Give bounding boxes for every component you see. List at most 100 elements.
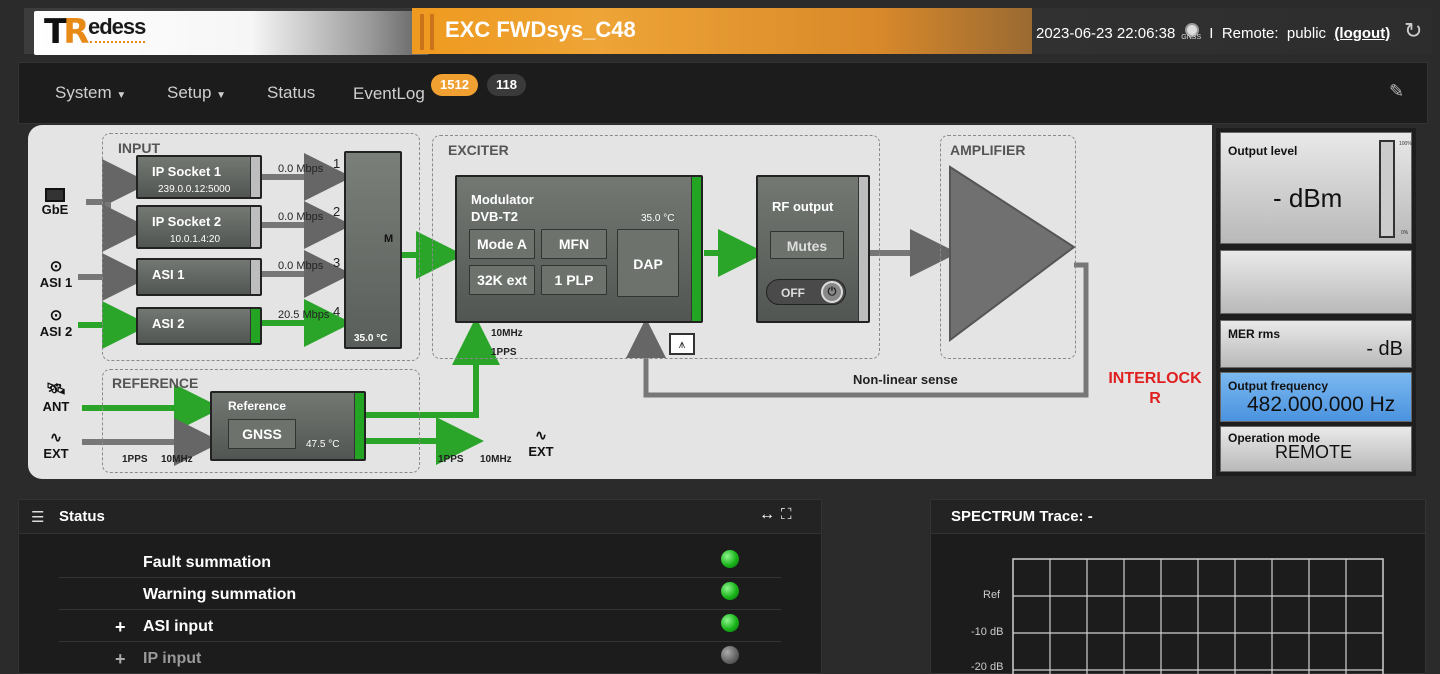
fullscreen-icon[interactable]: ⛶ [781,506,792,523]
level-max-label: 100% [1399,141,1412,147]
modulator-title: Modulator [471,192,534,207]
empty-box [1220,250,1412,314]
plp-button[interactable]: 1 PLP [541,265,607,295]
chevron-down-icon: ▼ [216,90,227,101]
mer-box: MER rms - dB [1220,320,1412,368]
status-title: Status [59,508,105,525]
ref-out-1pps: 1PPS [438,454,464,465]
ip-socket-1-name: IP Socket 1 [152,164,222,179]
status-strip [858,177,868,321]
mod-10mhz-label: 10MHz [491,328,523,339]
signal-diagram: INPUT REFERENCE EXCITER AMPLIFIER GbE ⊙A… [28,125,1212,479]
status-panel: ☰ Status ↔ ⛶ Fault summation Warning sum… [18,499,822,674]
rf-output-block[interactable]: RF output Mutes OFF ⏻ [756,175,870,323]
measurement-panel: Output level - dBm 100% 0% MER rms - dB … [1216,128,1416,476]
ip-socket-1-addr: 239.0.0.12:5000 [158,184,231,195]
operation-mode-box: Operation mode REMOTE [1220,426,1412,472]
mux-label: M [384,233,394,245]
resize-horizontal-icon[interactable]: ↔ [759,506,775,523]
reference-block[interactable]: Reference GNSS 47.5 °C [210,391,366,461]
freq-value: 482.000.000 Hz [1247,393,1396,416]
modulator-temp: 35.0 °C [641,213,675,224]
mod-1pps-label: 1PPS [491,347,517,358]
reference-section-title: REFERENCE [112,375,199,391]
mux-temp: 35.0 °C [354,333,388,344]
mer-label: MER rms [1228,327,1281,341]
mutes-button[interactable]: Mutes [770,231,844,259]
ref-in-10mhz: 10MHz [161,454,193,465]
nav-status[interactable]: Status [267,83,316,102]
ref-in-1pps: 1PPS [122,454,148,465]
header-datetime: 2023-06-23 22:06:38 [1036,25,1176,42]
reference-title: Reference [228,399,287,413]
exciter-section [432,135,880,359]
opmode-label: Operation mode [1228,431,1321,445]
fft-mode-button[interactable]: 32K ext [469,265,535,295]
remote-label: Remote: [1221,25,1279,42]
device-title-banner: EXC FWDsys_C48 [412,8,1032,54]
level-min-label: 0% [1401,230,1409,236]
mux-block[interactable]: M 35.0 °C [344,151,402,349]
status-strip [250,260,260,294]
output-level-value: - dBm [1273,183,1343,213]
status-row-ip-input[interactable]: + IP input [59,642,781,674]
nav-system[interactable]: System ▼ [55,83,127,102]
asi-2-name: ASI 2 [152,316,185,331]
freq-label: Output frequency [1228,379,1329,393]
ref-out-10mhz: 10MHz [480,454,512,465]
status-row-asi-input[interactable]: + ASI input [59,610,781,642]
gnss-button[interactable]: GNSS [228,419,296,449]
sine-wave-icon: ∿ [50,429,62,445]
asi2-source: ⊙ASI 2 [36,306,76,339]
rf-toggle[interactable]: OFF ⏻ [766,279,846,305]
status-header: ☰ Status ↔ ⛶ [19,500,821,534]
chevron-down-icon: ▼ [116,90,127,101]
logout-link[interactable]: (logout) [1334,25,1391,42]
brand-logo: TR edess [34,11,429,55]
status-strip-active [691,177,701,321]
output-level-meter [1379,140,1395,238]
eventlog-badge-warning[interactable]: 1512 [431,74,478,96]
mode-a-button[interactable]: Mode A [469,229,535,259]
expand-icon[interactable]: + [115,617,126,637]
asi-1-name: ASI 1 [152,267,185,282]
eventlog-badge-count[interactable]: 118 [487,74,526,96]
output-level-box: Output level - dBm 100% 0% [1220,132,1412,244]
rf-output-title: RF output [772,199,834,214]
port-1: 1 [333,156,341,171]
reference-section [102,369,420,473]
ip-socket-2-block[interactable]: IP Socket 2 10.0.1.4:20 [136,205,262,249]
output-level-label: Output level [1228,144,1298,158]
satellite-icon: 🛰 [45,381,67,398]
spectrum-y-label: -20 dB [971,661,1004,673]
spectrum-y-label: -10 dB [971,626,1004,638]
status-row-warning: Warning summation [59,578,781,610]
ip-socket-2-rate: 0.0 Mbps [278,211,324,223]
refresh-icon[interactable]: ↻ [1404,18,1423,43]
asi-1-block[interactable]: ASI 1 [136,258,262,296]
status-row-label: ASI input [143,618,214,635]
mfn-button[interactable]: MFN [541,229,607,259]
edit-icon[interactable]: ✎ [1389,81,1405,101]
coax-icon: ⊙ [49,258,63,275]
asi-2-rate: 20.5 Mbps [278,309,330,321]
asi-2-block[interactable]: ASI 2 [136,307,262,345]
status-led [721,550,739,568]
ip-socket-1-block[interactable]: IP Socket 1 239.0.0.12:5000 [136,155,262,199]
gnss-clock-icon: GNSS [1181,23,1203,41]
nav-setup[interactable]: Setup ▼ [167,83,227,102]
spectrum-chart-icon[interactable]: ⩚ [669,333,695,355]
port-3: 3 [333,255,341,270]
dap-button[interactable]: DAP [617,229,679,297]
logo-text: edess [88,14,146,39]
logo-dots [90,41,145,43]
ext-output: ∿EXT [524,427,558,459]
expand-icon[interactable]: + [115,649,126,669]
nonlinear-sense-label: Non-linear sense [853,372,958,387]
status-row-label: IP input [143,650,202,667]
modulator-block[interactable]: Modulator DVB-T2 35.0 °C Mode A MFN 32K … [455,175,703,323]
nav-eventlog[interactable]: EventLog [353,84,425,103]
